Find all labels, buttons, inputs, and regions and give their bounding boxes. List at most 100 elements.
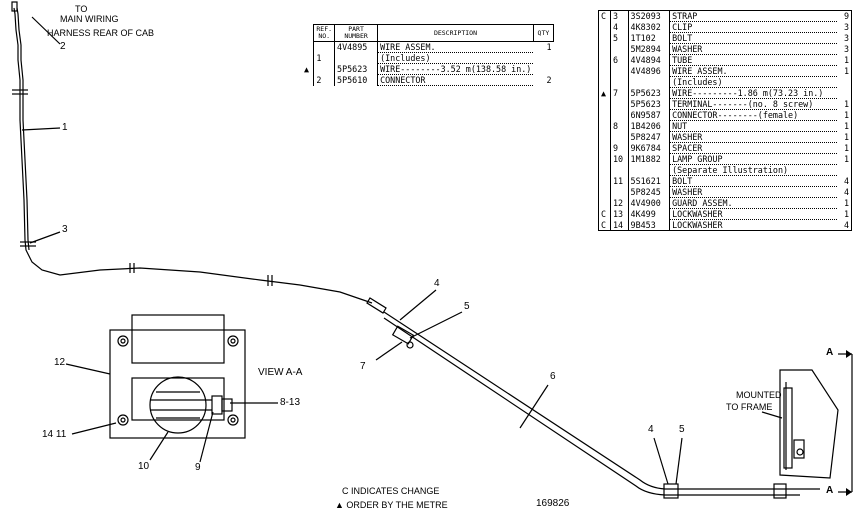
callout-14-11: 14 11 — [42, 429, 67, 440]
cell-qty: 4 — [843, 219, 849, 230]
cell-mark — [598, 120, 611, 132]
parts-row: (Separate Illustration) — [598, 164, 852, 176]
cell-desc: NUT — [669, 120, 838, 132]
cell-desc: WIRE--------3.52 m(138.58 in.) — [377, 63, 534, 75]
cell-qty: 1 — [843, 98, 849, 109]
cell-desc: WASHER — [669, 186, 838, 198]
legend-change: C INDICATES CHANGE — [342, 486, 440, 496]
cell-qty: 1 — [843, 142, 849, 153]
cell-qty: 4 — [843, 175, 849, 186]
cell-mark: ▲ — [302, 63, 315, 75]
cell-ref: 7 — [610, 87, 629, 99]
cell-qty: 3 — [843, 21, 849, 32]
cell-part: 3S2093 — [628, 10, 671, 22]
cell-qty: 1 — [843, 109, 849, 120]
cell-ref: 8 — [610, 120, 629, 132]
note-main-wiring: MAIN WIRING — [60, 14, 119, 24]
cell-mark — [598, 21, 611, 33]
cell-ref: 3 — [610, 10, 629, 22]
cell-mark: C — [598, 208, 611, 220]
wire-harness — [13, 7, 373, 304]
cell-ref: 1 — [313, 52, 336, 64]
header-ref: REF. NO. — [313, 24, 336, 42]
cell-part: 5P8247 — [628, 131, 671, 143]
cell-part — [628, 76, 671, 88]
cell-qty — [837, 77, 851, 88]
cell-ref: 9 — [610, 142, 629, 154]
cell-part: 5P8245 — [628, 186, 671, 198]
cell-qty: 2 — [546, 74, 552, 85]
section-marker-bottom: A — [826, 485, 834, 496]
cell-part: 9B453 — [628, 219, 671, 231]
parts-row: 1(Includes) — [302, 52, 554, 64]
cell-ref — [610, 76, 629, 88]
cell-part: 1T102 — [628, 32, 671, 44]
cell-qty — [837, 165, 851, 176]
tube — [383, 311, 800, 490]
cell-qty — [533, 64, 553, 75]
cell-qty: 4 — [843, 186, 849, 197]
cell-mark — [598, 175, 611, 187]
guard-plate — [109, 329, 246, 439]
cell-mark — [598, 43, 611, 55]
cell-part: 9K6784 — [628, 142, 671, 154]
cell-desc: BOLT — [669, 32, 838, 44]
cell-part — [628, 164, 671, 176]
callout-7: 7 — [360, 361, 366, 372]
cell-qty: 1 — [843, 131, 849, 142]
cell-part: 4V4896 — [628, 65, 671, 77]
cell-mark — [598, 142, 611, 154]
callout-4-upper: 4 — [434, 278, 440, 289]
cell-mark — [302, 52, 315, 64]
cell-desc: BOLT — [669, 175, 838, 187]
cell-part: 5P5623 — [334, 63, 379, 75]
cell-mark — [302, 74, 315, 86]
cell-ref — [610, 98, 629, 110]
cell-ref: 5 — [610, 32, 629, 44]
cell-ref: 6 — [610, 54, 629, 66]
cell-mark — [598, 98, 611, 110]
cell-qty: 1 — [843, 65, 849, 76]
view-label: VIEW A-A — [258, 367, 303, 378]
cell-desc: WIRE ASSEM. — [669, 65, 838, 77]
cell-ref — [610, 186, 629, 198]
cell-part: 5P5623 — [628, 87, 671, 99]
cell-desc: LAMP GROUP — [669, 153, 838, 165]
cell-desc: (Includes) — [669, 76, 838, 88]
cell-part: 5M2894 — [628, 43, 671, 55]
callout-6: 6 — [550, 371, 556, 382]
cell-desc: WASHER — [669, 131, 838, 143]
cell-mark — [598, 131, 611, 143]
cell-qty: 3 — [843, 43, 849, 54]
note-harness: HARNESS REAR OF CAB — [47, 28, 155, 38]
callout-4-lower: 4 — [648, 424, 654, 435]
cell-ref: 13 — [610, 208, 629, 220]
cell-desc: WASHER — [669, 43, 838, 55]
cell-part — [334, 52, 379, 64]
callout-10: 10 — [138, 461, 150, 472]
cell-desc: (Separate Illustration) — [669, 164, 838, 176]
cell-mark — [598, 54, 611, 66]
cell-desc: CONNECTOR--------(female) — [669, 109, 838, 121]
lamp-bracket — [779, 369, 839, 479]
cell-part: 1B4206 — [628, 120, 671, 132]
cell-mark — [598, 153, 611, 165]
header-part: PART NUMBER — [334, 24, 379, 42]
cell-qty: 1 — [843, 153, 849, 164]
cell-desc: WIRE ASSEM. — [377, 41, 534, 53]
cell-ref — [610, 65, 629, 77]
callout-9: 9 — [195, 462, 201, 473]
lamp-lens — [149, 376, 207, 434]
cell-ref: 11 — [610, 175, 629, 187]
